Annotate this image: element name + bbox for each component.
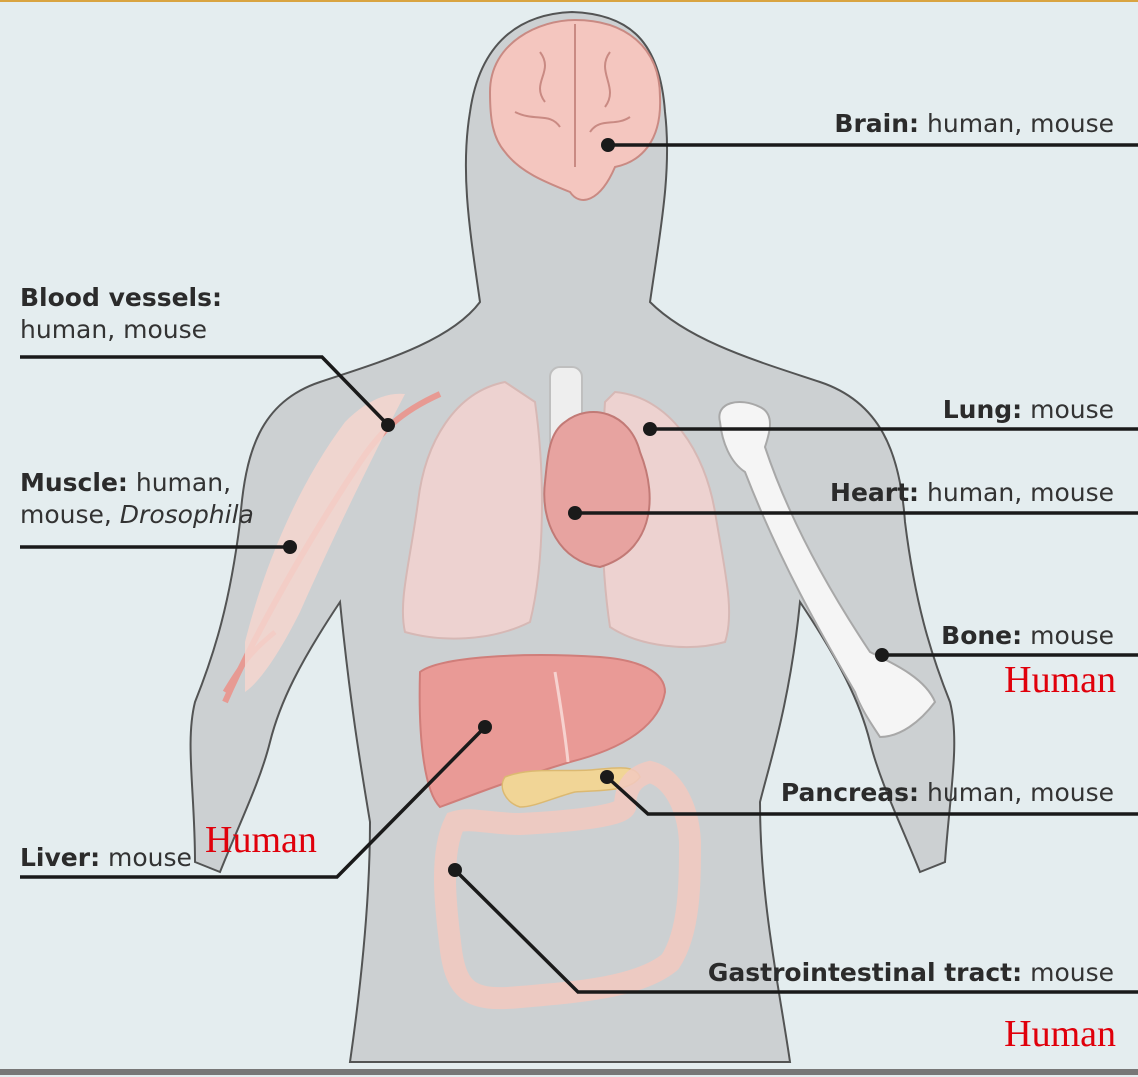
heart-species: human, mouse (927, 478, 1114, 507)
heart-dot (568, 506, 582, 520)
bottom-border (0, 1069, 1138, 1075)
pancreas-name: Pancreas: (781, 778, 919, 807)
muscle-species: human, (136, 468, 231, 497)
liver-human-annotation: Human (205, 820, 317, 860)
brain-name: Brain: (834, 109, 919, 138)
brain-species: human, mouse (927, 109, 1114, 138)
liver-name: Liver: (20, 843, 100, 872)
gi-human-annotation: Human (1004, 1014, 1116, 1054)
muscle-label: Muscle: human, mouse, Drosophila (20, 467, 254, 531)
muscle-dot (283, 540, 297, 554)
lung-species: mouse (1030, 395, 1114, 424)
liver-label: Liver: mouse (20, 842, 192, 874)
brain-dot (601, 138, 615, 152)
heart-name: Heart: (830, 478, 919, 507)
gi-tract-name: Gastrointestinal tract: (708, 958, 1022, 987)
lung-dot (643, 422, 657, 436)
pancreas-label: Pancreas: human, mouse (781, 777, 1114, 809)
heart-label: Heart: human, mouse (830, 477, 1114, 509)
heart-shape (544, 412, 649, 567)
lung-label: Lung: mouse (943, 394, 1114, 426)
muscle-name: Muscle: (20, 468, 128, 497)
blood-vessels-label: Blood vessels: human, mouse (20, 282, 222, 346)
bone-human-annotation: Human (1004, 660, 1116, 700)
gi-tract-species: mouse (1030, 958, 1114, 987)
muscle-species-line2: mouse, (20, 500, 120, 529)
lung-name: Lung: (943, 395, 1022, 424)
brain-label: Brain: human, mouse (834, 108, 1114, 140)
pancreas-dot (600, 770, 614, 784)
bone-species: mouse (1030, 621, 1114, 650)
blood-vessels-name: Blood vessels: (20, 283, 222, 312)
muscle-species-italic: Drosophila (120, 500, 254, 529)
pancreas-species: human, mouse (927, 778, 1114, 807)
liver-species: mouse (108, 843, 192, 872)
gi-tract-label: Gastrointestinal tract: mouse (708, 957, 1114, 989)
bone-dot (875, 648, 889, 662)
blood-vessels-dot (381, 418, 395, 432)
liver-dot (478, 720, 492, 734)
gi-dot (448, 863, 462, 877)
bone-label: Bone: mouse (941, 620, 1114, 652)
blood-vessels-species: human, mouse (20, 314, 222, 346)
bone-name: Bone: (941, 621, 1022, 650)
